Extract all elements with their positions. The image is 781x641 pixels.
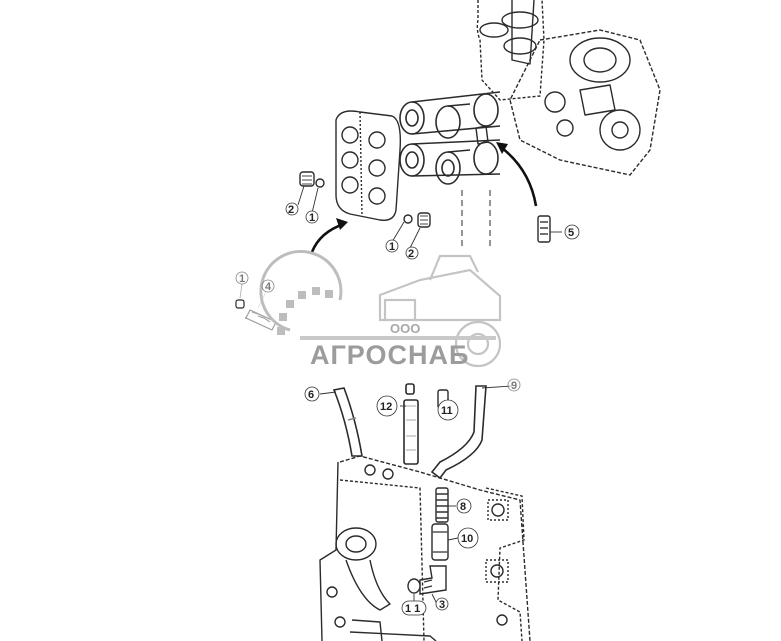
callout-label: 8 <box>460 501 466 513</box>
upper-valve-assembly <box>335 0 661 250</box>
plug-fitting-upper <box>299 171 431 228</box>
callout-label: 10 <box>461 533 473 545</box>
callout-label: 5 <box>568 227 574 239</box>
callout-1-upper-right: 1 <box>385 239 399 253</box>
watermark-logo: ООО АГРОСНАБ <box>246 250 536 385</box>
arrow-heads <box>336 142 508 230</box>
callout-12: 12 <box>376 395 398 417</box>
callout-label: 11 <box>441 405 453 417</box>
watermark-company-name: АГРОСНАБ <box>310 340 469 370</box>
tube-part-12 <box>403 383 419 465</box>
callout-2-upper: 2 <box>285 202 299 216</box>
callout-label: 2 <box>408 248 414 260</box>
fitting-hatching <box>302 175 428 225</box>
callout-1-upper: 1 <box>305 210 319 224</box>
callout-label: 1 <box>239 273 245 285</box>
callout-8: 8 <box>456 498 472 514</box>
fitting-part-8 <box>435 487 449 523</box>
watermark-company-form: ООО <box>390 321 420 336</box>
spool-part-10 <box>431 523 449 561</box>
callout-5: 5 <box>564 224 580 240</box>
callout-1-1-lower: 1 1 <box>401 600 427 616</box>
callout-label: 1 1 <box>405 603 420 615</box>
callout-3-lower: 3 <box>435 597 449 611</box>
elbow-part-3 <box>407 565 447 595</box>
callout-10: 10 <box>457 527 479 549</box>
spring-part-5 <box>537 215 551 243</box>
callout-6: 6 <box>304 386 320 402</box>
callout-2-upper-right: 2 <box>405 246 419 260</box>
callout-1-mid: 1 <box>235 271 249 285</box>
callout-label: 1 <box>389 241 395 253</box>
callout-label: 9 <box>511 380 517 392</box>
callout-label: 12 <box>380 401 392 413</box>
callout-11: 11 <box>437 399 459 421</box>
callout-label: 2 <box>288 204 294 216</box>
callout-label: 3 <box>439 599 445 611</box>
callout-4: 4 <box>261 279 275 293</box>
hose-part-6 <box>332 387 363 457</box>
callout-label: 4 <box>265 281 272 293</box>
lower-valve-body <box>319 455 531 641</box>
callout-label: 6 <box>308 389 314 401</box>
callout-9: 9 <box>507 378 521 392</box>
callout-label: 1 <box>309 212 315 224</box>
